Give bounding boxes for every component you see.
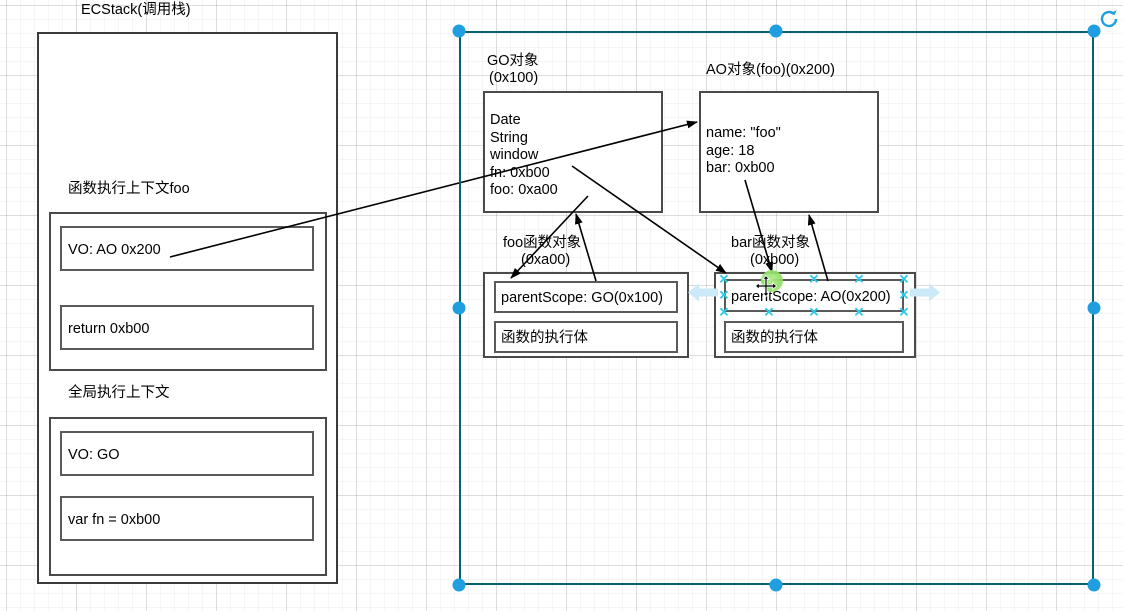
- foo-context-label: 函数执行上下文foo: [68, 181, 190, 197]
- global-context-row-fn-label: var fn = 0xb00: [68, 512, 161, 528]
- foo-context-row-vo[interactable]: VO: AO 0x200: [60, 226, 314, 271]
- arrow-right-icon[interactable]: [908, 282, 942, 309]
- go-object-title-line2: (0x100): [489, 70, 539, 86]
- selection-handle-middle-right[interactable]: [1087, 301, 1101, 315]
- global-context-row-fn[interactable]: var fn = 0xb00: [60, 496, 314, 541]
- foo-fn-body-label: 函数的执行体: [501, 330, 588, 346]
- shape-handle-bottom-2[interactable]: [854, 307, 865, 318]
- selection-handle-bottom-right[interactable]: [1087, 578, 1101, 592]
- shape-handle-bottom-1[interactable]: [764, 307, 775, 318]
- ao-object-box[interactable]: name: "foo" age: 18 bar: 0xb00: [699, 91, 879, 213]
- selection-handle-bottom-left[interactable]: [452, 578, 466, 592]
- bar-fn-body-label: 函数的执行体: [731, 330, 818, 346]
- global-context-row-vo[interactable]: VO: GO: [60, 431, 314, 476]
- foo-fn-parentscope-label: parentScope: GO(0x100): [501, 290, 664, 306]
- bar-fn-parentscope-label: parentScope: AO(0x200): [731, 289, 891, 305]
- go-object-title-line1: GO对象: [487, 53, 539, 69]
- selection-handle-top-left[interactable]: [452, 24, 466, 38]
- selection-frame[interactable]: [459, 31, 1094, 585]
- selection-handle-top-right[interactable]: [1087, 24, 1101, 38]
- foo-context-row-return-label: return 0xb00: [68, 321, 150, 337]
- shape-handle-bottom-center[interactable]: [809, 307, 820, 318]
- foo-context-row-vo-label: VO: AO 0x200: [68, 242, 161, 258]
- foo-fn-body-row[interactable]: 函数的执行体: [494, 321, 678, 353]
- move-cursor: [754, 274, 778, 298]
- ao-object-entries: name: "foo" age: 18 bar: 0xb00: [706, 125, 781, 176]
- shape-handle-top-center[interactable]: [809, 274, 820, 285]
- foo-context-row-return[interactable]: return 0xb00: [60, 305, 314, 350]
- diagram-title: ECStack(调用栈): [81, 2, 191, 18]
- selection-handle-top-center[interactable]: [769, 24, 783, 38]
- bar-fn-body-row[interactable]: 函数的执行体: [724, 321, 904, 353]
- selection-handle-middle-left[interactable]: [452, 301, 466, 315]
- global-context-label: 全局执行上下文: [68, 385, 170, 401]
- global-context-row-vo-label: VO: GO: [68, 447, 120, 463]
- shape-handle-middle-left[interactable]: [719, 290, 730, 301]
- rotate-icon[interactable]: [1098, 8, 1120, 30]
- arrow-left-icon[interactable]: [686, 282, 720, 309]
- shape-handle-top-left[interactable]: [719, 274, 730, 285]
- selection-handle-bottom-center[interactable]: [769, 578, 783, 592]
- ao-object-title: AO对象(foo)(0x200): [706, 62, 835, 78]
- shape-handle-top-2[interactable]: [854, 274, 865, 285]
- shape-handle-bottom-left[interactable]: [719, 307, 730, 318]
- foo-fn-parentscope-row[interactable]: parentScope: GO(0x100): [494, 281, 678, 313]
